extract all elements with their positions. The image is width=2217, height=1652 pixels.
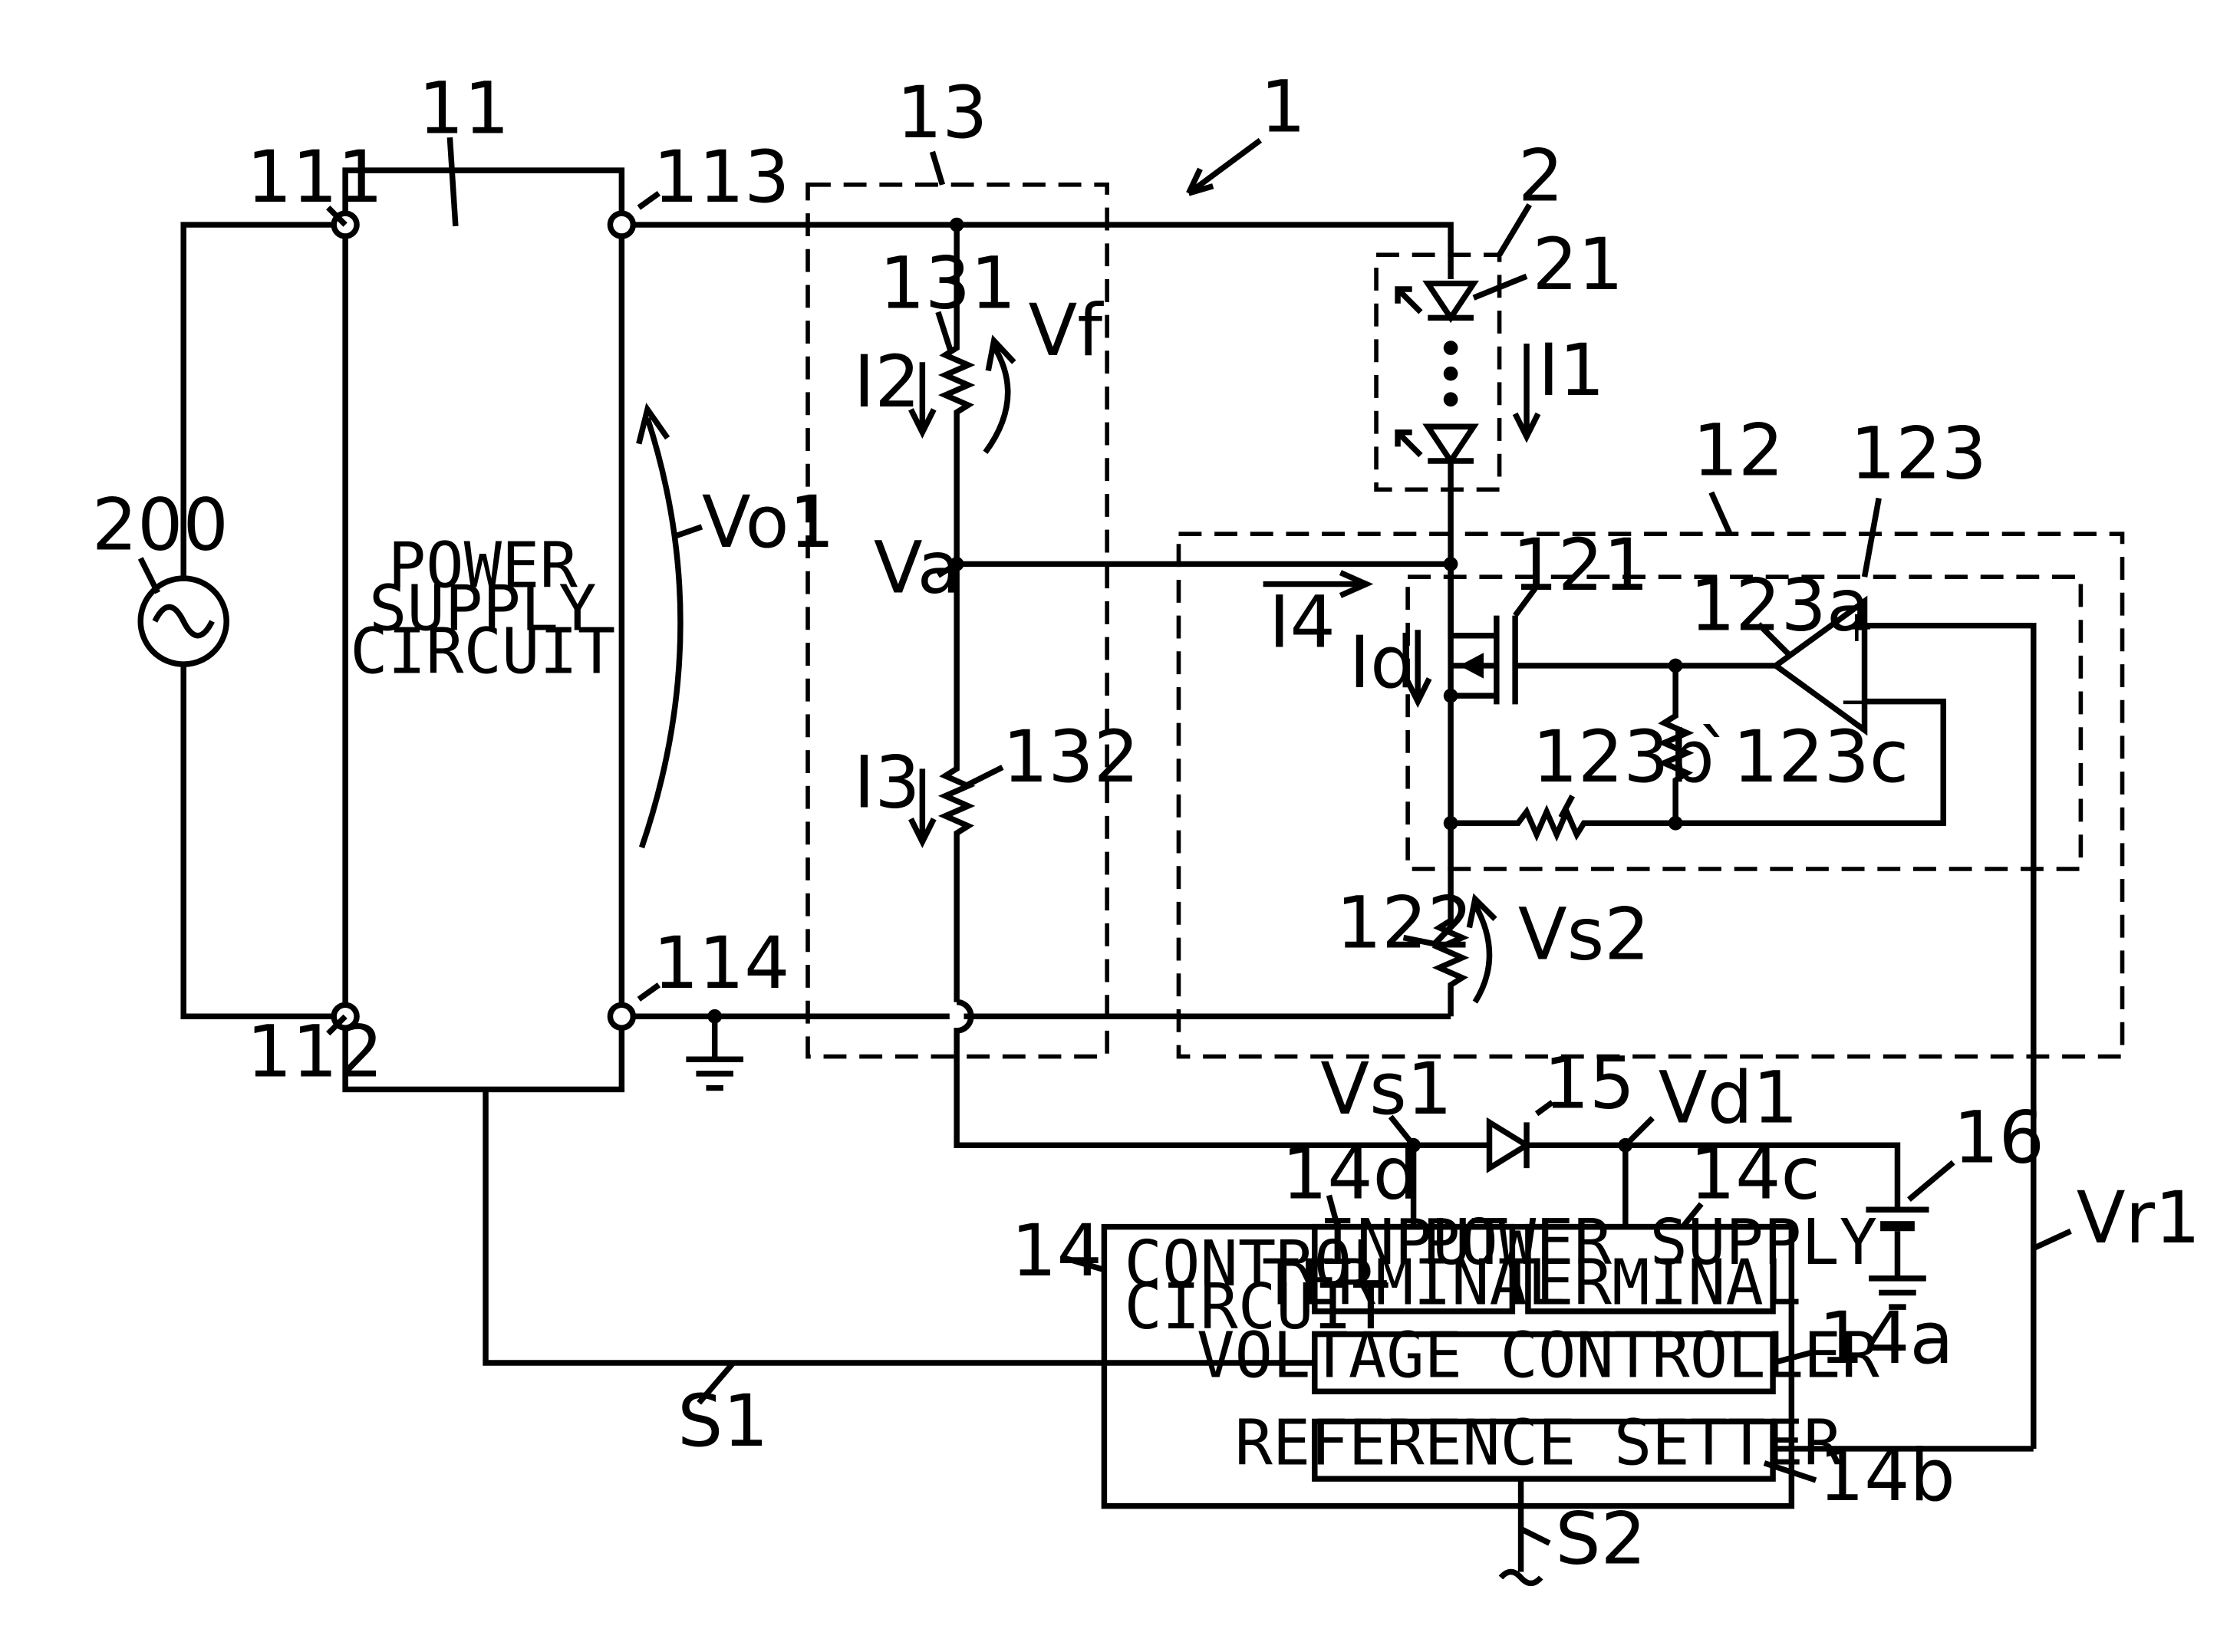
i4-label: I4 — [1269, 581, 1336, 665]
id-label: Id — [1349, 621, 1416, 705]
ref-11: 11 — [418, 67, 509, 151]
i2-label: I2 — [854, 341, 921, 424]
vr1-label: Vr1 — [2077, 1176, 2201, 1260]
ref-12: 12 — [1693, 410, 1784, 493]
ref-16-leader — [1909, 1163, 1953, 1200]
resistor-132 — [945, 564, 968, 1002]
vs2-label: Vs2 — [1518, 893, 1650, 977]
ref-1-pointer — [1189, 140, 1260, 193]
ref-13: 13 — [897, 71, 988, 155]
ref-14a: 14a — [1819, 1297, 1954, 1381]
va-label: Va — [874, 527, 961, 610]
voltage-controller-block: VOLTAGE CONTROLLER — [1197, 1320, 1879, 1393]
ref-14b: 14b — [1819, 1434, 1955, 1518]
diode-15 — [1414, 1122, 1898, 1209]
ref-123b: 123b — [1532, 716, 1714, 799]
ref-121: 121 — [1512, 524, 1649, 607]
vf-label: Vf — [1028, 289, 1104, 373]
ground-symbol-1 — [686, 1016, 743, 1088]
ref-14: 14 — [1011, 1209, 1102, 1293]
led-module-2-box — [1376, 255, 1500, 489]
power-supply-label-3: CIRCUIT — [350, 615, 615, 688]
ref-200: 200 — [92, 484, 229, 568]
top-rail-wire — [633, 225, 1451, 279]
ref-15: 15 — [1543, 1042, 1635, 1126]
ref-111: 111 — [246, 136, 383, 219]
terminal-114 — [610, 1005, 633, 1028]
opamp-plus-sign: + — [1839, 602, 1875, 652]
vo1-leader — [674, 527, 702, 537]
led-n — [1398, 426, 1474, 461]
ref-2: 2 — [1518, 134, 1563, 218]
va-node-wire — [938, 564, 1451, 575]
i1-label: I1 — [1538, 329, 1605, 413]
power-supply-terminal-label-2: TERMINAL — [1498, 1246, 1801, 1319]
s2-label: S2 — [1555, 1497, 1646, 1581]
vs1-label: Vs1 — [1320, 1048, 1452, 1131]
ref-114: 114 — [653, 922, 789, 1005]
vd1-label: Vd1 — [1659, 1056, 1798, 1140]
ref-132: 132 — [1003, 716, 1139, 799]
ref-113: 113 — [653, 136, 789, 219]
ref-123c: `123c — [1697, 716, 1909, 799]
vo1-label: Vo1 — [702, 481, 835, 564]
ref-13-leader — [932, 152, 942, 185]
ref-14c: 14c — [1690, 1132, 1820, 1216]
ref-14d: 14d — [1282, 1132, 1418, 1216]
s1-label: S1 — [677, 1380, 769, 1463]
s2-leader — [1521, 1529, 1550, 1543]
ref-16: 16 — [1953, 1097, 2044, 1180]
ref-132-leader — [968, 767, 1003, 784]
ac-source-200 — [140, 225, 345, 1016]
reference-setter-block: REFERENCE SETTER — [1234, 1407, 1842, 1479]
vs2-voltage-arrow — [1469, 899, 1495, 1002]
ref-12-leader — [1711, 492, 1730, 534]
reference-setter-label: REFERENCE SETTER — [1234, 1407, 1842, 1479]
ref-112: 112 — [246, 1011, 383, 1094]
vf-voltage-arrow — [985, 341, 1013, 452]
i1-current-arrow — [1515, 344, 1538, 436]
ref-122: 122 — [1336, 882, 1473, 966]
ref-1: 1 — [1260, 66, 1306, 150]
power-supply-circuit-block: POWER SUPPLY CIRCUIT — [345, 170, 621, 1089]
ref-123: 123 — [1850, 412, 1987, 495]
ref-131: 131 — [879, 242, 1016, 325]
led-21 — [1398, 284, 1474, 318]
vo1-voltage-arrow — [639, 410, 680, 847]
vr1-leader — [2034, 1231, 2071, 1248]
i3-label: I3 — [854, 742, 921, 825]
voltage-controller-label: VOLTAGE CONTROLLER — [1197, 1320, 1879, 1393]
terminal-113 — [610, 213, 633, 236]
ref-21: 21 — [1532, 223, 1623, 307]
opamp-minus-sign: − — [1839, 676, 1875, 726]
